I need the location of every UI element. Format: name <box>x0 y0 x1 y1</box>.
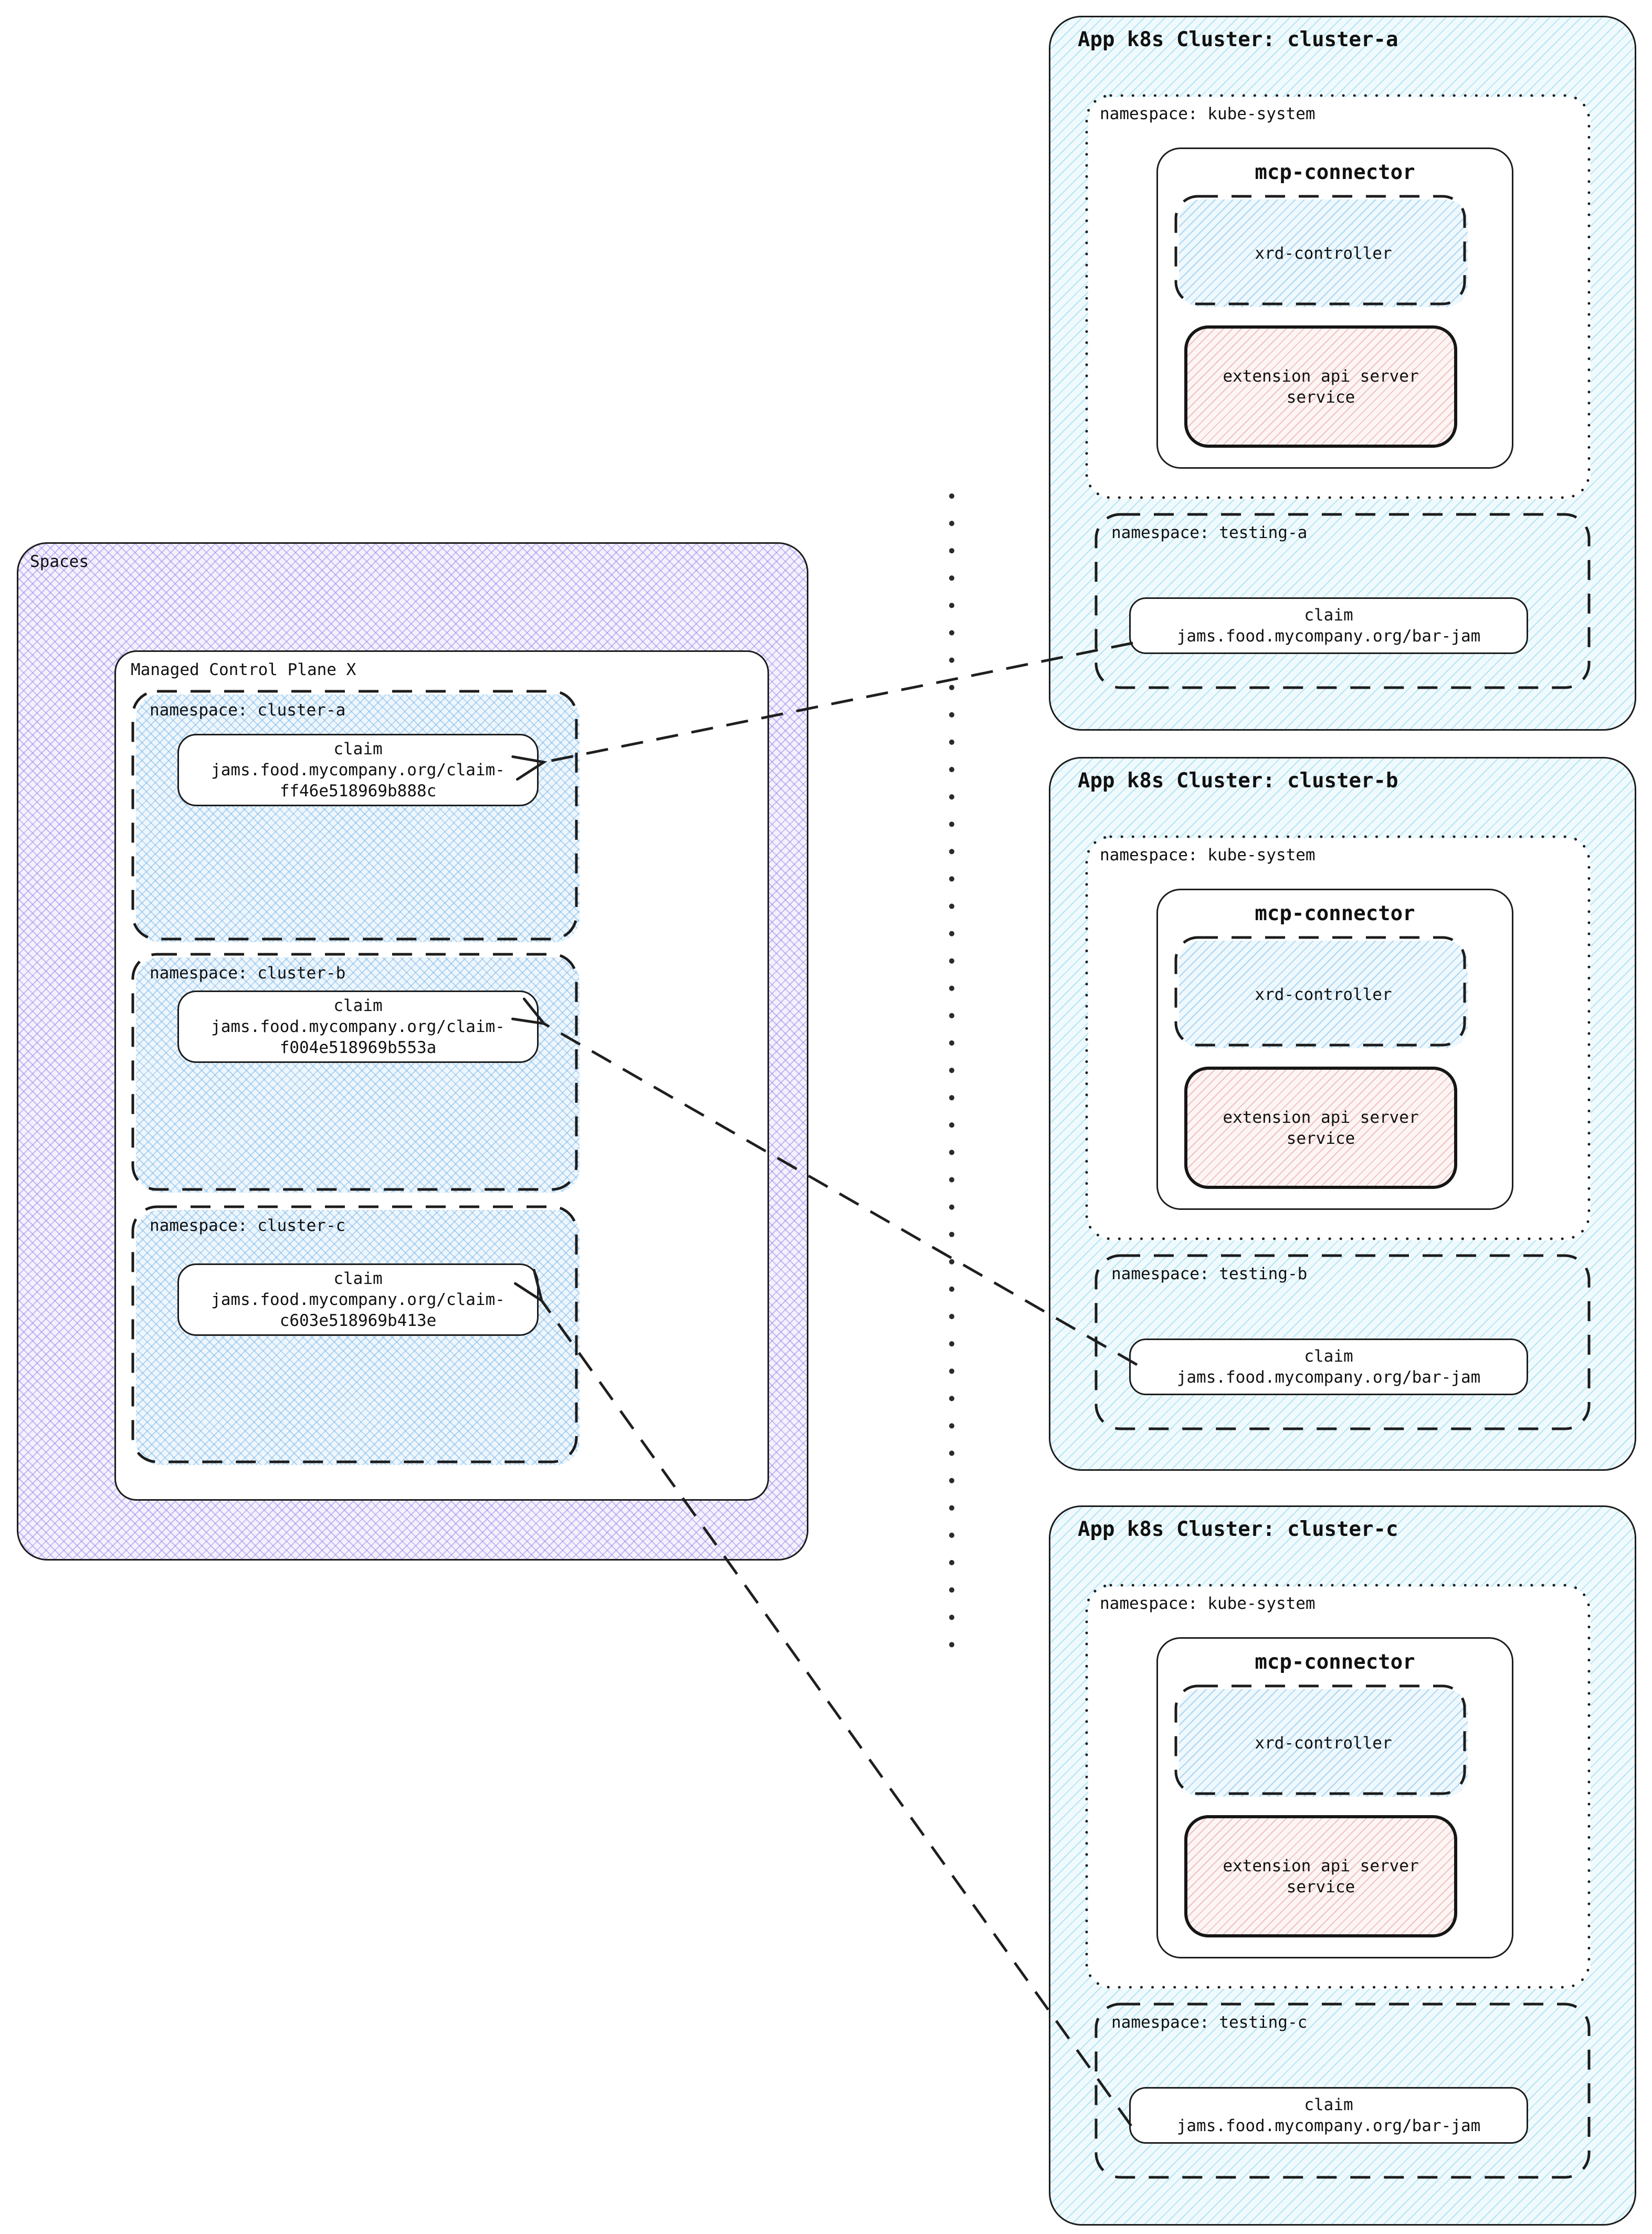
cluster-a-testing-namespace-label: namespace: testing-a <box>1111 523 1308 542</box>
spaces-box: Spaces Managed Control Plane X namespace… <box>17 542 808 1561</box>
cluster-c-xrd-controller-label: xrd-controller <box>1255 1733 1392 1753</box>
extension-api-line: service <box>1286 1877 1355 1896</box>
extension-api-line: extension api server <box>1223 1108 1419 1127</box>
app-cluster-b-title: App k8s Cluster: cluster-b <box>1078 769 1398 793</box>
cluster-b-mcp-connector-box: mcp-connector xrd-controller extension a… <box>1156 889 1513 1210</box>
claim-line: jams.food.mycompany.org/claim- <box>211 1290 505 1309</box>
cluster-c-testing-namespace-label: namespace: testing-c <box>1111 2013 1308 2032</box>
app-cluster-a-title: App k8s Cluster: cluster-a <box>1078 28 1398 51</box>
cluster-a-xrd-controller-box: xrd-controller <box>1179 199 1468 307</box>
cluster-c-xrd-controller-box: xrd-controller <box>1179 1689 1468 1797</box>
cluster-a-xrd-controller-label: xrd-controller <box>1255 244 1392 263</box>
claim-line: claim <box>333 740 383 758</box>
claim-line: claim <box>1304 606 1353 625</box>
claim-box-cluster-b: claim jams.food.mycompany.org/claim- f00… <box>177 990 539 1063</box>
cluster-c-kube-system-label: namespace: kube-system <box>1100 1594 1316 1613</box>
app-cluster-c-title: App k8s Cluster: cluster-c <box>1078 1518 1398 1541</box>
cluster-b-kube-system-label: namespace: kube-system <box>1100 846 1316 865</box>
extension-api-line: extension api server <box>1223 1856 1419 1875</box>
managed-control-plane-box: Managed Control Plane X namespace: clust… <box>114 650 769 1501</box>
cluster-b-testing-namespace-box: namespace: testing-b claim jams.food.myc… <box>1098 1257 1591 1430</box>
cluster-c-extension-api-service-box: extension api server service <box>1184 1815 1457 1937</box>
claim-line: f004e518969b553a <box>279 1038 437 1057</box>
managed-control-plane-label: Managed Control Plane X <box>131 660 356 679</box>
cluster-b-xrd-controller-box: xrd-controller <box>1179 941 1468 1048</box>
cluster-a-kube-system-label: namespace: kube-system <box>1100 104 1316 123</box>
cluster-b-kube-system-box: namespace: kube-system mcp-connector xrd… <box>1088 838 1591 1240</box>
cluster-a-kube-system-box: namespace: kube-system mcp-connector xrd… <box>1088 97 1591 499</box>
claim-line: ff46e518969b888c <box>279 782 437 800</box>
extension-api-line: service <box>1286 387 1355 407</box>
app-cluster-a-box: App k8s Cluster: cluster-a namespace: ku… <box>1049 16 1636 731</box>
cluster-c-testing-claim-box: claim jams.food.mycompany.org/bar-jam <box>1129 2087 1528 2144</box>
extension-api-line: extension api server <box>1223 366 1419 386</box>
cluster-a-testing-namespace-box: namespace: testing-a claim jams.food.myc… <box>1098 516 1591 689</box>
cluster-c-mcp-connector-label: mcp-connector <box>1255 1650 1415 1674</box>
claim-line: jams.food.mycompany.org/claim- <box>211 1017 505 1036</box>
namespace-cluster-b-label: namespace: cluster-b <box>150 964 346 983</box>
cluster-b-extension-api-service-box: extension api server service <box>1184 1067 1457 1189</box>
cluster-c-testing-namespace-box: namespace: testing-c claim jams.food.myc… <box>1098 2006 1591 2179</box>
claim-box-cluster-c: claim jams.food.mycompany.org/claim- c60… <box>177 1263 539 1336</box>
claim-line: claim <box>333 1269 383 1288</box>
extension-api-line: service <box>1286 1129 1355 1148</box>
cluster-b-mcp-connector-label: mcp-connector <box>1255 902 1415 925</box>
app-cluster-c-box: App k8s Cluster: cluster-c namespace: ku… <box>1049 1505 1636 2226</box>
claim-line: jams.food.mycompany.org/bar-jam <box>1176 1368 1481 1387</box>
claim-line: jams.food.mycompany.org/bar-jam <box>1176 627 1481 646</box>
cluster-b-xrd-controller-label: xrd-controller <box>1255 985 1392 1004</box>
cluster-b-testing-claim-box: claim jams.food.mycompany.org/bar-jam <box>1129 1339 1528 1395</box>
namespace-cluster-a-box: namespace: cluster-a claim jams.food.myc… <box>136 694 580 942</box>
claim-line: c603e518969b413e <box>279 1311 437 1330</box>
cluster-b-testing-namespace-label: namespace: testing-b <box>1111 1264 1308 1283</box>
namespace-cluster-c-label: namespace: cluster-c <box>150 1216 346 1235</box>
claim-box-cluster-a: claim jams.food.mycompany.org/claim- ff4… <box>177 734 539 806</box>
claim-line: jams.food.mycompany.org/bar-jam <box>1176 2116 1481 2135</box>
cluster-c-kube-system-box: namespace: kube-system mcp-connector xrd… <box>1088 1587 1591 1989</box>
namespace-cluster-b-box: namespace: cluster-b claim jams.food.myc… <box>136 957 580 1193</box>
cluster-a-mcp-connector-box: mcp-connector xrd-controller extension a… <box>1156 147 1513 469</box>
cluster-a-extension-api-service-box: extension api server service <box>1184 325 1457 448</box>
cluster-a-mcp-connector-label: mcp-connector <box>1255 161 1415 184</box>
claim-line: jams.food.mycompany.org/claim- <box>211 761 505 779</box>
app-cluster-b-box: App k8s Cluster: cluster-b namespace: ku… <box>1049 757 1636 1471</box>
namespace-cluster-a-label: namespace: cluster-a <box>150 701 346 720</box>
cluster-a-testing-claim-box: claim jams.food.mycompany.org/bar-jam <box>1129 597 1528 654</box>
cluster-c-mcp-connector-box: mcp-connector xrd-controller extension a… <box>1156 1637 1513 1958</box>
claim-line: claim <box>1304 1347 1353 1366</box>
claim-line: claim <box>1304 2095 1353 2114</box>
namespace-cluster-c-box: namespace: cluster-c claim jams.food.myc… <box>136 1210 580 1465</box>
spaces-label: Spaces <box>30 552 89 571</box>
claim-line: claim <box>333 996 383 1015</box>
